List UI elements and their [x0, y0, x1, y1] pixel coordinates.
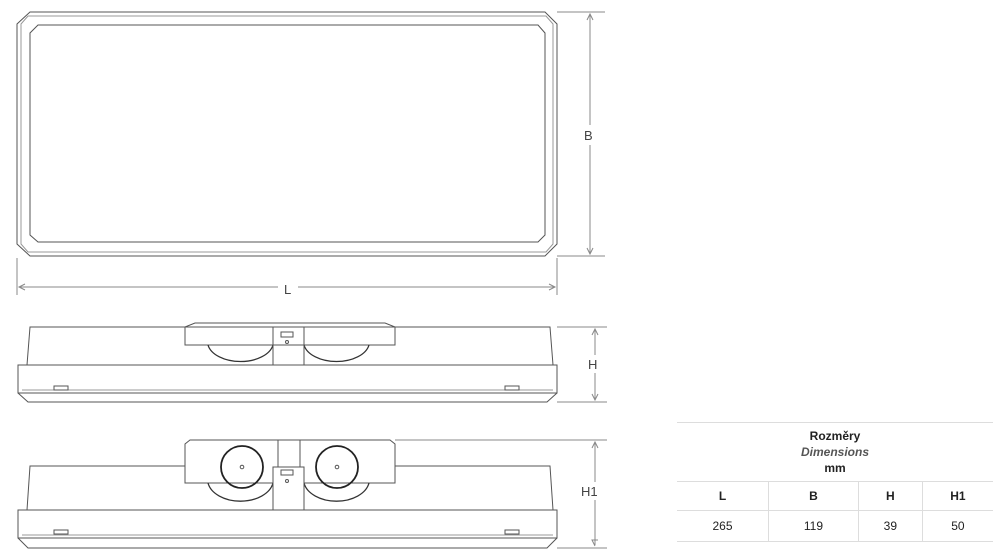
- value-H: 39: [857, 510, 923, 542]
- label-L: L: [284, 282, 291, 297]
- label-H: H: [588, 357, 597, 372]
- table-row: 265 119 39 50: [677, 510, 993, 542]
- label-H1: H1: [581, 484, 598, 499]
- value-B: 119: [768, 510, 859, 542]
- label-B: B: [584, 128, 593, 143]
- side-view-H1: H1: [17, 439, 607, 549]
- table-title: Rozměry: [809, 429, 861, 443]
- top-view: [16, 11, 558, 257]
- dimension-L: L: [16, 258, 558, 297]
- header-H1: H1: [921, 481, 993, 511]
- dimensions-table: Rozměry Dimensions mm L B H H1 265 119 3…: [677, 422, 993, 542]
- header-L: L: [677, 481, 769, 511]
- table-header: Rozměry Dimensions mm: [677, 422, 993, 482]
- header-B: B: [768, 481, 859, 511]
- table-unit: mm: [824, 461, 846, 475]
- side-view-H: H: [17, 322, 607, 403]
- value-L: 265: [677, 510, 769, 542]
- value-H1: 50: [921, 510, 993, 542]
- dimension-B: B: [557, 11, 605, 257]
- header-H: H: [857, 481, 923, 511]
- table-subtitle: Dimensions: [800, 445, 869, 459]
- table-header-row: L B H H1: [677, 481, 993, 511]
